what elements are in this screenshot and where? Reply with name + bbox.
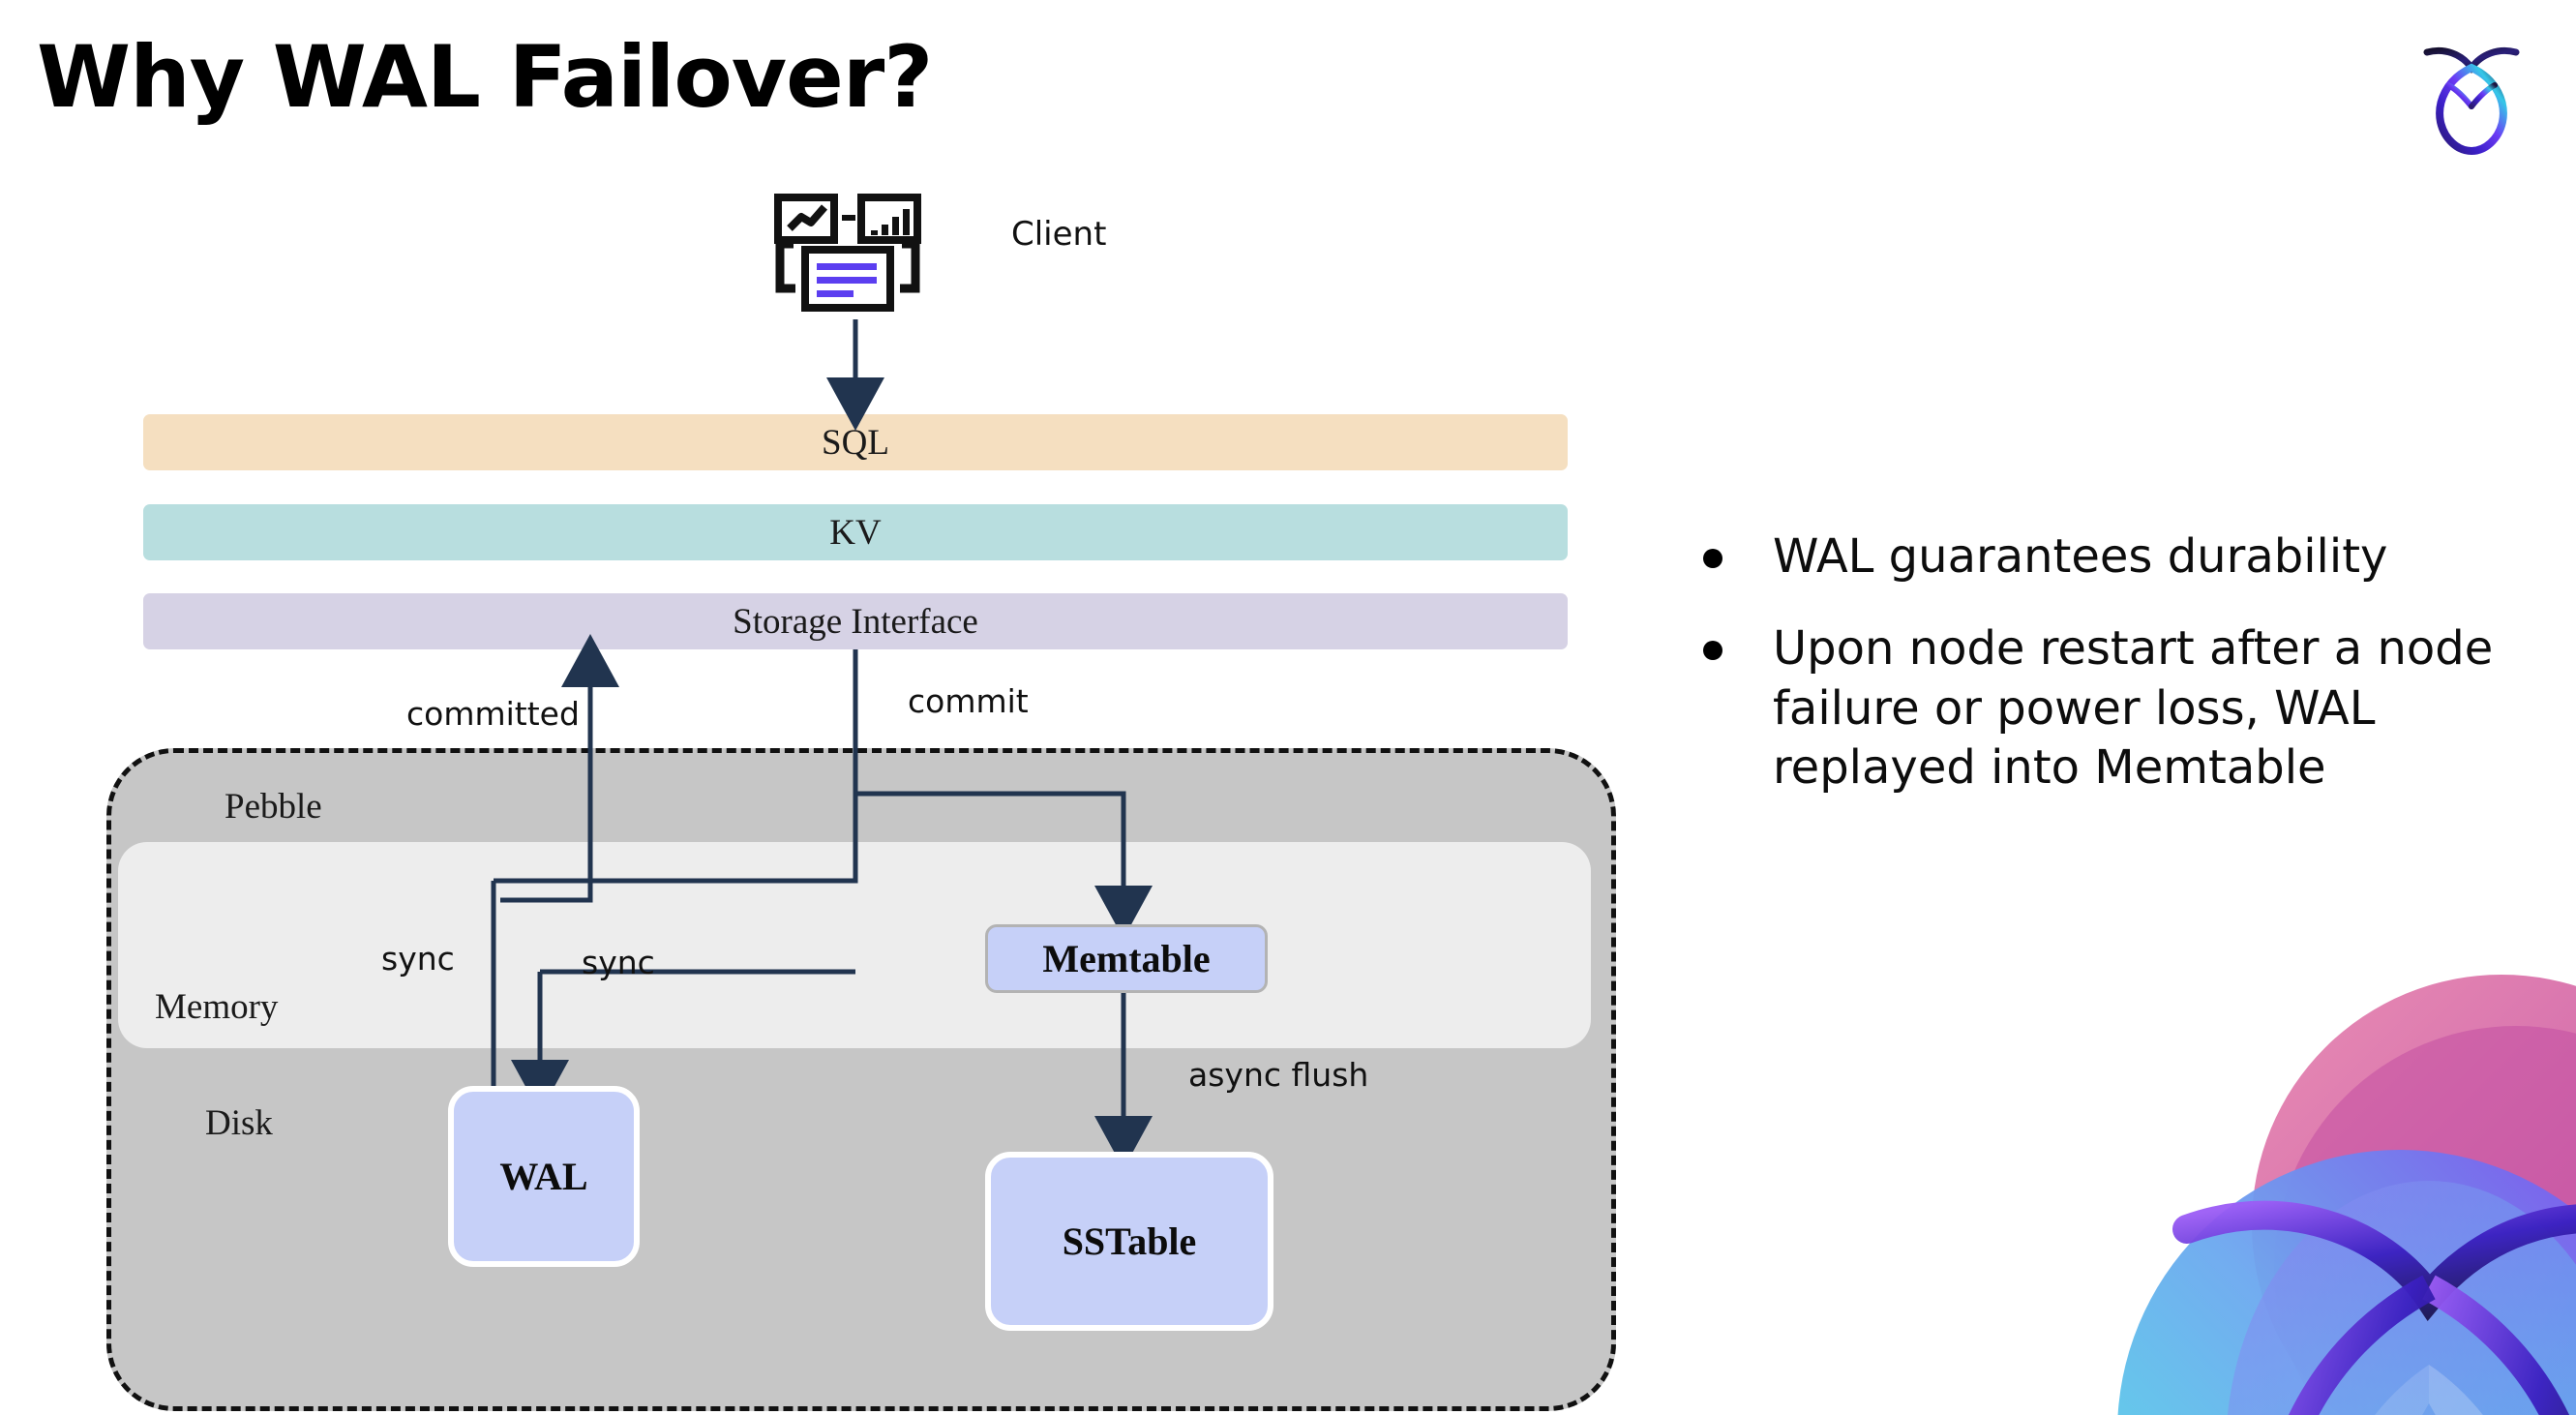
bullet-dot-icon [1703, 549, 1722, 568]
edge-label-async-flush: async flush [1188, 1056, 1369, 1094]
node-wal-label: WAL [499, 1155, 588, 1198]
bullet-list: WAL guarantees durability Upon node rest… [1703, 527, 2516, 831]
layer-sql: SQL [143, 414, 1568, 470]
node-memtable-label: Memtable [1042, 937, 1211, 980]
memory-region [118, 842, 1591, 1048]
pebble-label: Pebble [225, 787, 322, 827]
node-sstable-label: SSTable [1062, 1219, 1197, 1263]
node-wal: WAL [448, 1086, 640, 1267]
list-item: Upon node restart after a node failure o… [1703, 619, 2516, 798]
layer-sql-label: SQL [822, 422, 889, 463]
edge-label-sync-2: sync [582, 944, 655, 981]
architecture-diagram: Client SQL KV Storage Interface Pebble M… [106, 194, 1616, 1411]
layer-storage-interface: Storage Interface [143, 593, 1568, 649]
layer-kv: KV [143, 504, 1568, 560]
edge-label-sync-1: sync [381, 940, 455, 978]
client-label: Client [1011, 215, 1107, 254]
layer-storage-interface-label: Storage Interface [733, 601, 978, 642]
node-sstable: SSTable [985, 1152, 1273, 1331]
page-title: Why WAL Failover? [37, 27, 933, 127]
memory-label: Memory [155, 987, 279, 1027]
edge-label-committed: committed [406, 695, 580, 733]
bullet-text: Upon node restart after a node failure o… [1773, 621, 2494, 796]
edge-label-commit: commit [908, 682, 1029, 720]
client-dashboard-icon [774, 194, 929, 319]
disk-label: Disk [205, 1103, 273, 1143]
layer-kv-label: KV [829, 512, 882, 553]
cockroachdb-logo [2413, 31, 2530, 157]
bullet-dot-icon [1703, 641, 1722, 661]
node-memtable: Memtable [985, 924, 1268, 993]
list-item: WAL guarantees durability [1703, 527, 2516, 587]
cockroachdb-watermark [1974, 948, 2576, 1415]
bullet-text: WAL guarantees durability [1773, 529, 2388, 584]
